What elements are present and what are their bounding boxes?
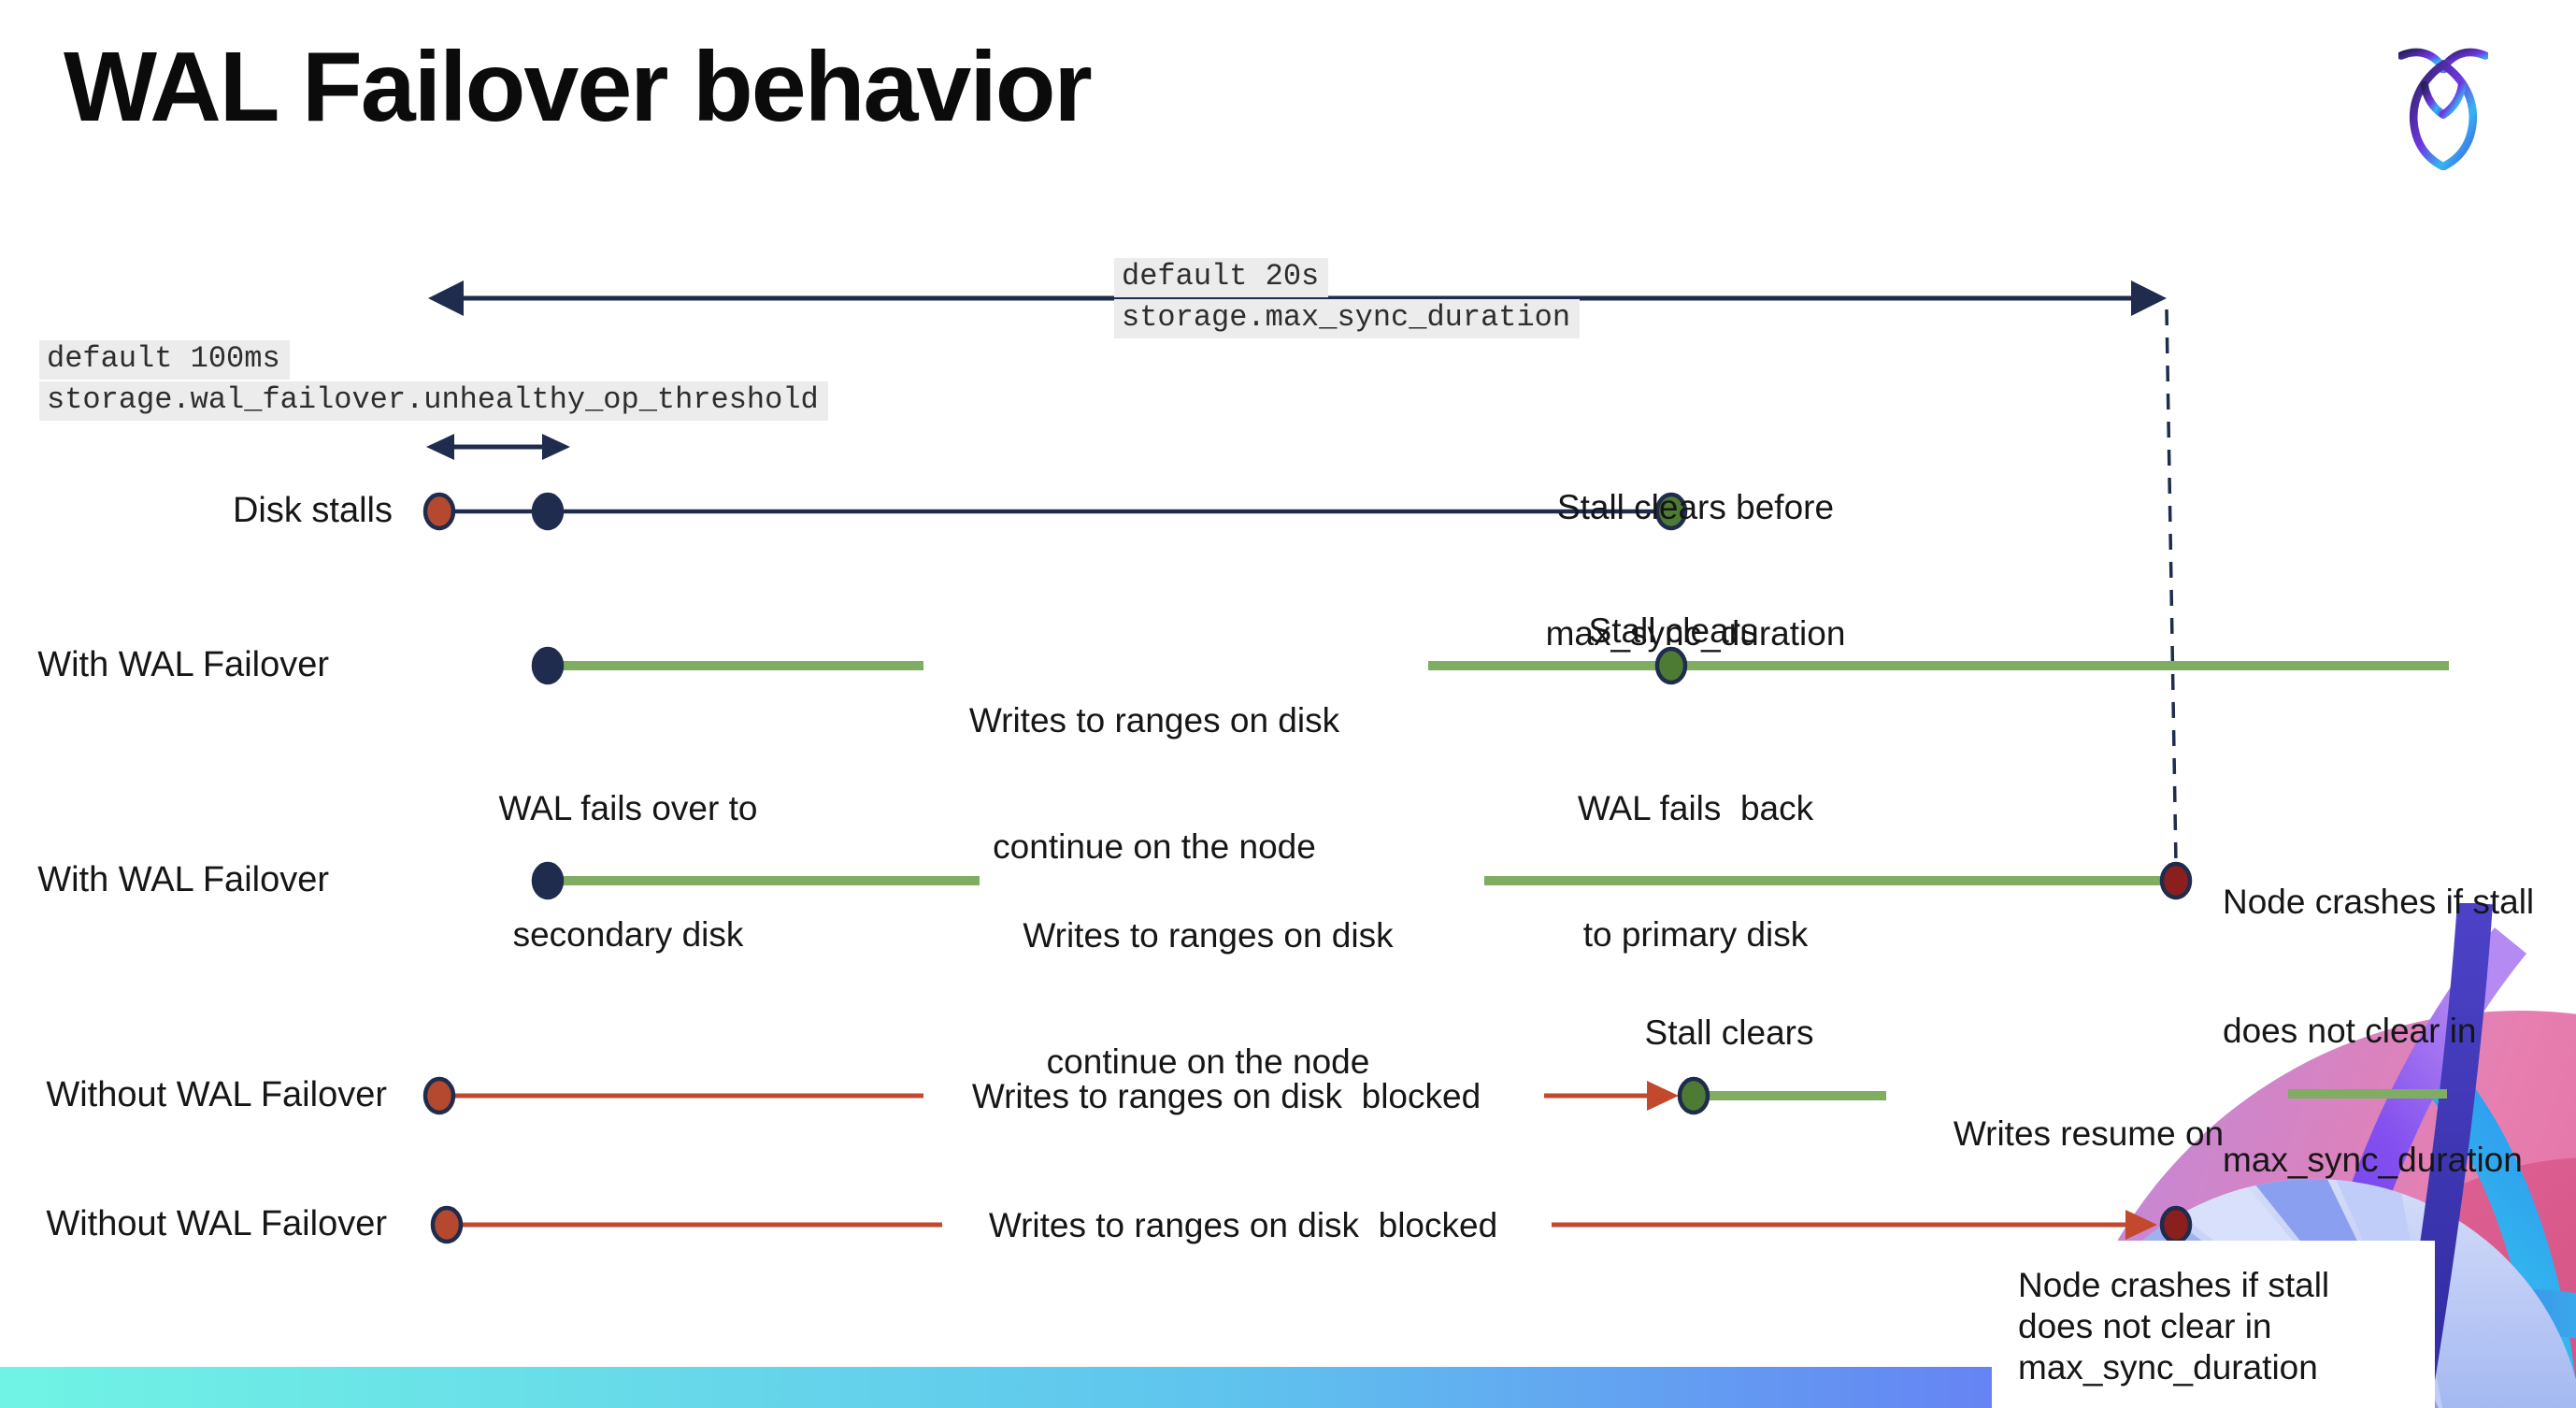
failover-dot xyxy=(531,646,565,685)
row-label-with-wal-failover: With WAL Failover xyxy=(37,645,329,684)
writes-blocked-annotation: Writes to ranges on disk blocked xyxy=(988,1206,1498,1244)
row-label-disk-stalls: Disk stalls xyxy=(232,491,393,530)
arrow-right-icon xyxy=(542,434,570,460)
wal-fails-back-annotation: WAL fails back to primary disk xyxy=(1577,789,1814,954)
stall-clears-annotation: Stall clears xyxy=(1644,1013,1814,1052)
row-label-with-wal-failover: With WAL Failover xyxy=(37,860,329,899)
row-label-without-wal-failover: Without WAL Failover xyxy=(46,1075,387,1114)
setting-name: storage.max_sync_duration xyxy=(1114,299,1581,338)
unhealthy-op-threshold-label: default 100ms storage.wal_failover.unhea… xyxy=(39,340,828,423)
setting-default-value: default 100ms xyxy=(39,340,290,380)
row-label-without-wal-failover: Without WAL Failover xyxy=(46,1204,387,1243)
stall-clears-annotation: Stall clears xyxy=(1588,611,1758,650)
setting-name: storage.wal_failover.unhealthy_op_thresh… xyxy=(39,381,828,421)
max-sync-deadline-dashed-line xyxy=(2165,309,2178,865)
max-sync-duration-label: default 20s storage.max_sync_duration xyxy=(1114,258,1581,340)
writes-blocked-annotation: Writes to ranges on disk blocked xyxy=(971,1077,1481,1115)
arrow-left-icon xyxy=(428,280,464,316)
unhealthy-op-threshold-arrow xyxy=(426,434,570,460)
stall-clears-dot xyxy=(1677,1076,1710,1115)
wal-fails-over-annotation: WAL fails over to secondary disk xyxy=(498,789,758,954)
stall-start-dot xyxy=(422,1076,456,1115)
node-crash-dot xyxy=(2159,861,2193,900)
red-arrow-icon xyxy=(1647,1081,1679,1111)
cockroachdb-logo-icon xyxy=(2397,45,2490,175)
node-crashes-callout-box: Node crashes if stall does not clear in … xyxy=(1992,1241,2435,1408)
threshold-dot xyxy=(531,492,565,531)
setting-default-value: default 20s xyxy=(1114,258,1329,297)
stall-start-dot xyxy=(430,1205,464,1244)
node-crashes-annotation: Node crashes if stall does not clear in … xyxy=(2223,883,2535,1179)
stall-start-dot xyxy=(422,492,456,531)
writes-continue-annotation: Writes to ranges on disk continue on the… xyxy=(1023,916,1394,1081)
arrow-left-icon xyxy=(426,434,454,460)
page-title: WAL Failover behavior xyxy=(64,32,1093,142)
writes-continue-annotation: Writes to ranges on disk continue on the… xyxy=(968,701,1340,866)
stall-clears-before-annotation: Stall clears before max_sync_duration xyxy=(1545,488,1846,653)
arrow-right-icon xyxy=(2131,280,2167,316)
